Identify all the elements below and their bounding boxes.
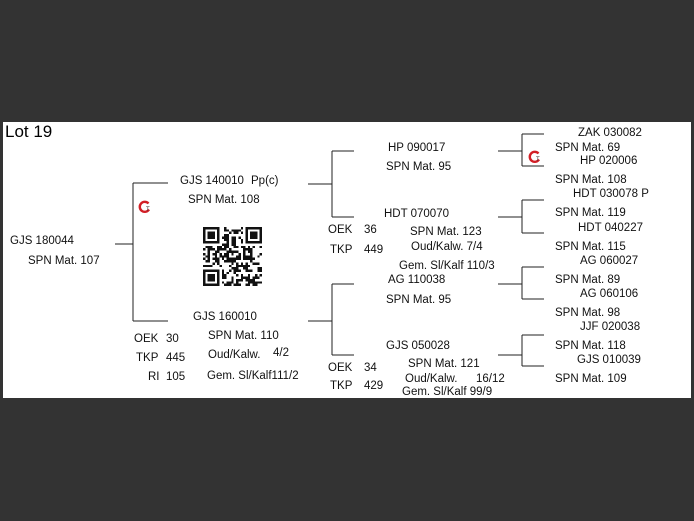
dam-dam-gem: Gem. Sl/Kalf 99/9 <box>402 386 493 398</box>
sire-dam-gem: Gem. Sl/Kalf 110/3 <box>399 260 495 272</box>
dam-dam-spn: SPN Mat. 121 <box>408 358 480 370</box>
sire-dam-tkp-value: 449 <box>364 244 384 256</box>
dam-gem: Gem. Sl/Kalf111/2 <box>207 370 299 382</box>
sire-dam-oek-label: OEK <box>328 224 353 236</box>
breed-logo-icon: T <box>138 200 151 214</box>
dam-dam-oek-value: 34 <box>364 362 377 374</box>
sire-dam-spn: SPN Mat. 123 <box>410 226 482 238</box>
dam-oek-value: 30 <box>166 333 179 345</box>
sire-spn: SPN Mat. 108 <box>188 194 260 206</box>
dam-dam-oud-label: Oud/Kalw. <box>405 373 458 385</box>
gg-spn: SPN Mat. 69 <box>555 142 621 154</box>
dam-spn: SPN Mat. 110 <box>208 330 279 342</box>
gg-spn: SPN Mat. 119 <box>555 207 626 219</box>
gg-spn: SPN Mat. 115 <box>555 241 626 253</box>
gg-name: HP 020006 <box>580 155 638 167</box>
dam-oud-value: 4/2 <box>273 347 289 359</box>
sire-dam-oek-value: 36 <box>364 224 377 236</box>
dam-oud-label: Oud/Kalw. <box>208 349 261 361</box>
sire-tag: Pp(c) <box>251 175 279 187</box>
qr-code-icon <box>203 227 262 286</box>
svg-text:T: T <box>146 207 150 213</box>
gg-name: AG 060106 <box>580 288 639 300</box>
dam-dam-tkp-label: TKP <box>330 380 353 392</box>
pedigree-card: Lot 19 GJS 180044 SPN Mat. 107 T T GJS 1… <box>3 122 691 398</box>
sire-sire-spn: SPN Mat. 95 <box>386 161 452 173</box>
animal-name: GJS 180044 <box>10 235 74 247</box>
dam-ri-value: 105 <box>166 371 186 383</box>
dam-name: GJS 160010 <box>193 311 257 323</box>
dam-tkp-value: 445 <box>166 352 186 364</box>
gg-spn: SPN Mat. 109 <box>555 373 627 385</box>
gg-name: GJS 010039 <box>577 354 641 366</box>
sire-name: GJS 140010 <box>180 175 244 187</box>
dam-dam-oek-label: OEK <box>328 362 353 374</box>
dam-ri-label: RI <box>148 371 160 383</box>
sire-dam-tkp-label: TKP <box>330 244 353 256</box>
dam-dam-name: GJS 050028 <box>386 340 450 352</box>
pedigree-connector-lines <box>115 133 544 367</box>
dam-oek-label: OEK <box>134 333 159 345</box>
gg-spn: SPN Mat. 118 <box>555 340 626 352</box>
sire-sire-name: HP 090017 <box>388 142 446 154</box>
lot-title: Lot 19 <box>5 122 53 141</box>
gg-name: JJF 020038 <box>580 321 641 333</box>
sire-dam-name: HDT 070070 <box>384 208 449 220</box>
gg-name: AG 060027 <box>580 255 639 267</box>
gg-name: ZAK 030082 <box>578 127 642 139</box>
gg-spn: SPN Mat. 89 <box>555 274 621 286</box>
animal-spn: SPN Mat. 107 <box>28 255 100 267</box>
gg-name: HDT 030078 P <box>573 188 649 200</box>
gg-spn: SPN Mat. 108 <box>555 174 627 186</box>
breed-logo-icon: T <box>528 150 541 164</box>
dam-dam-oud-value: 16/12 <box>476 373 505 385</box>
dam-sire-spn: SPN Mat. 95 <box>386 294 452 306</box>
dam-sire-name: AG 110038 <box>388 274 446 286</box>
dam-dam-tkp-value: 429 <box>364 380 384 392</box>
gg-name: HDT 040227 <box>578 222 643 234</box>
dam-tkp-label: TKP <box>136 352 159 364</box>
gg-spn: SPN Mat. 98 <box>555 307 621 319</box>
svg-text:T: T <box>536 157 540 163</box>
sire-dam-oud: Oud/Kalw. 7/4 <box>411 241 483 253</box>
